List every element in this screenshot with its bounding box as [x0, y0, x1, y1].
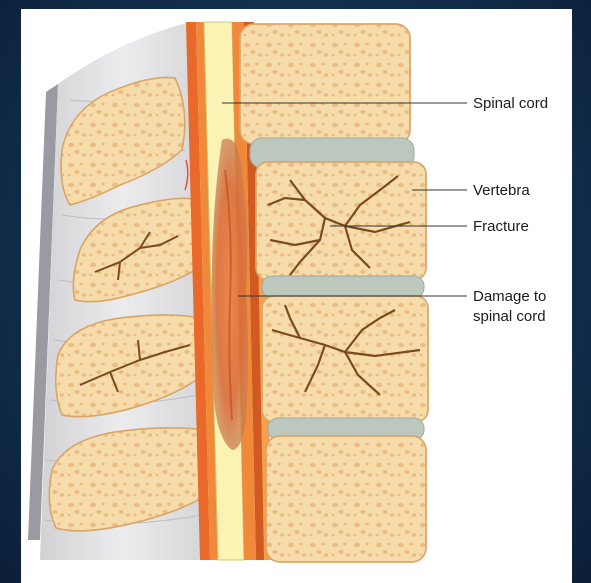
label-damage-line1: Damage to: [473, 288, 546, 305]
label-vertebra: Vertebra: [473, 182, 530, 199]
label-spinal-cord: Spinal cord: [473, 95, 548, 112]
disc-2: [262, 276, 424, 298]
label-damage-line2: spinal cord: [473, 308, 546, 325]
label-fracture: Fracture: [473, 218, 529, 235]
vertebra-4: [266, 436, 426, 562]
vertebra-2-fractured: [256, 162, 426, 280]
vertebra-1: [240, 24, 410, 144]
vertebra-3-fractured: [262, 296, 428, 422]
